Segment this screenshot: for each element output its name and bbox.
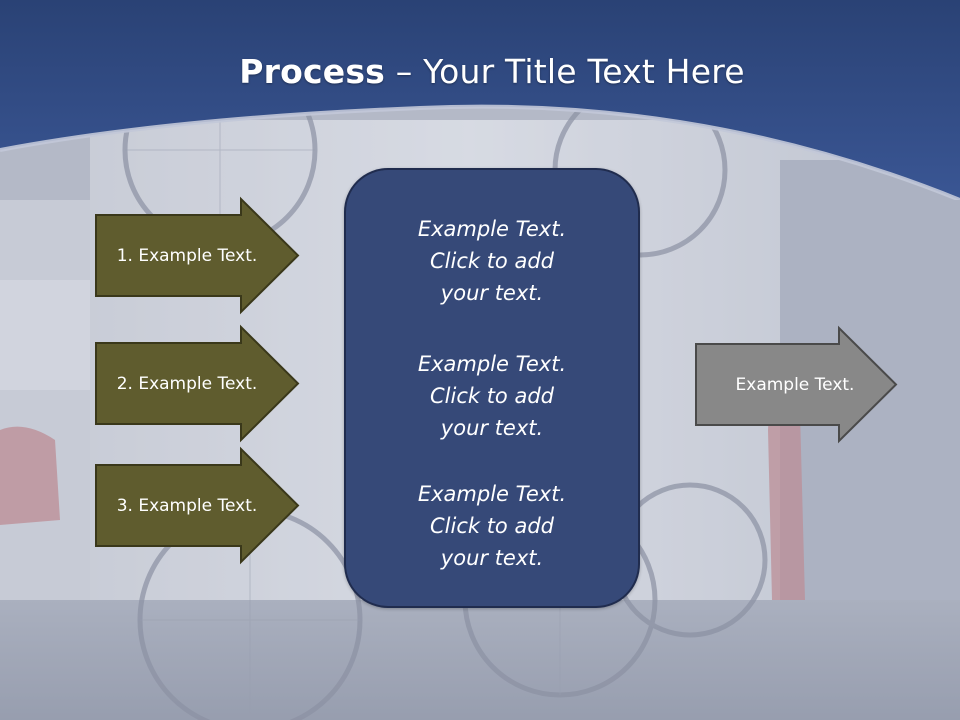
process-center-box[interactable]: Example Text. Click to add your text. Ex… (344, 168, 640, 608)
center-line: your text. (440, 281, 544, 305)
center-line: Example Text. (417, 352, 567, 376)
title-rest: – Your Title Text Here (385, 52, 745, 91)
header-band (0, 0, 960, 200)
arrow-right-icon (95, 446, 300, 565)
arrow-right-icon (95, 324, 300, 443)
slide-title: Process – Your Title Text Here (0, 52, 960, 91)
step-arrow-3[interactable]: 3. Example Text. (95, 446, 300, 565)
step-label-2: 2. Example Text. (116, 373, 258, 394)
step-arrow-1[interactable]: 1. Example Text. (95, 196, 300, 315)
center-line: your text. (440, 546, 544, 570)
step-label-3: 3. Example Text. (116, 495, 258, 516)
arrow-right-icon (95, 196, 300, 315)
center-paragraph-1: Example Text. Click to add your text. (346, 213, 638, 309)
step-arrow-2[interactable]: 2. Example Text. (95, 324, 300, 443)
center-line: Example Text. (417, 482, 567, 506)
center-line: your text. (440, 416, 544, 440)
center-paragraph-2: Example Text. Click to add your text. (346, 348, 638, 444)
center-line: Click to add (429, 384, 554, 408)
center-line: Click to add (429, 514, 554, 538)
center-paragraph-3: Example Text. Click to add your text. (346, 478, 638, 574)
step-label-1: 1. Example Text. (116, 245, 258, 266)
arrow-right-icon (695, 325, 898, 444)
center-line: Click to add (429, 249, 554, 273)
output-arrow[interactable]: Example Text. (695, 325, 898, 444)
center-line: Example Text. (417, 217, 567, 241)
title-bold: Process (239, 52, 386, 91)
output-label: Example Text. (735, 374, 855, 395)
